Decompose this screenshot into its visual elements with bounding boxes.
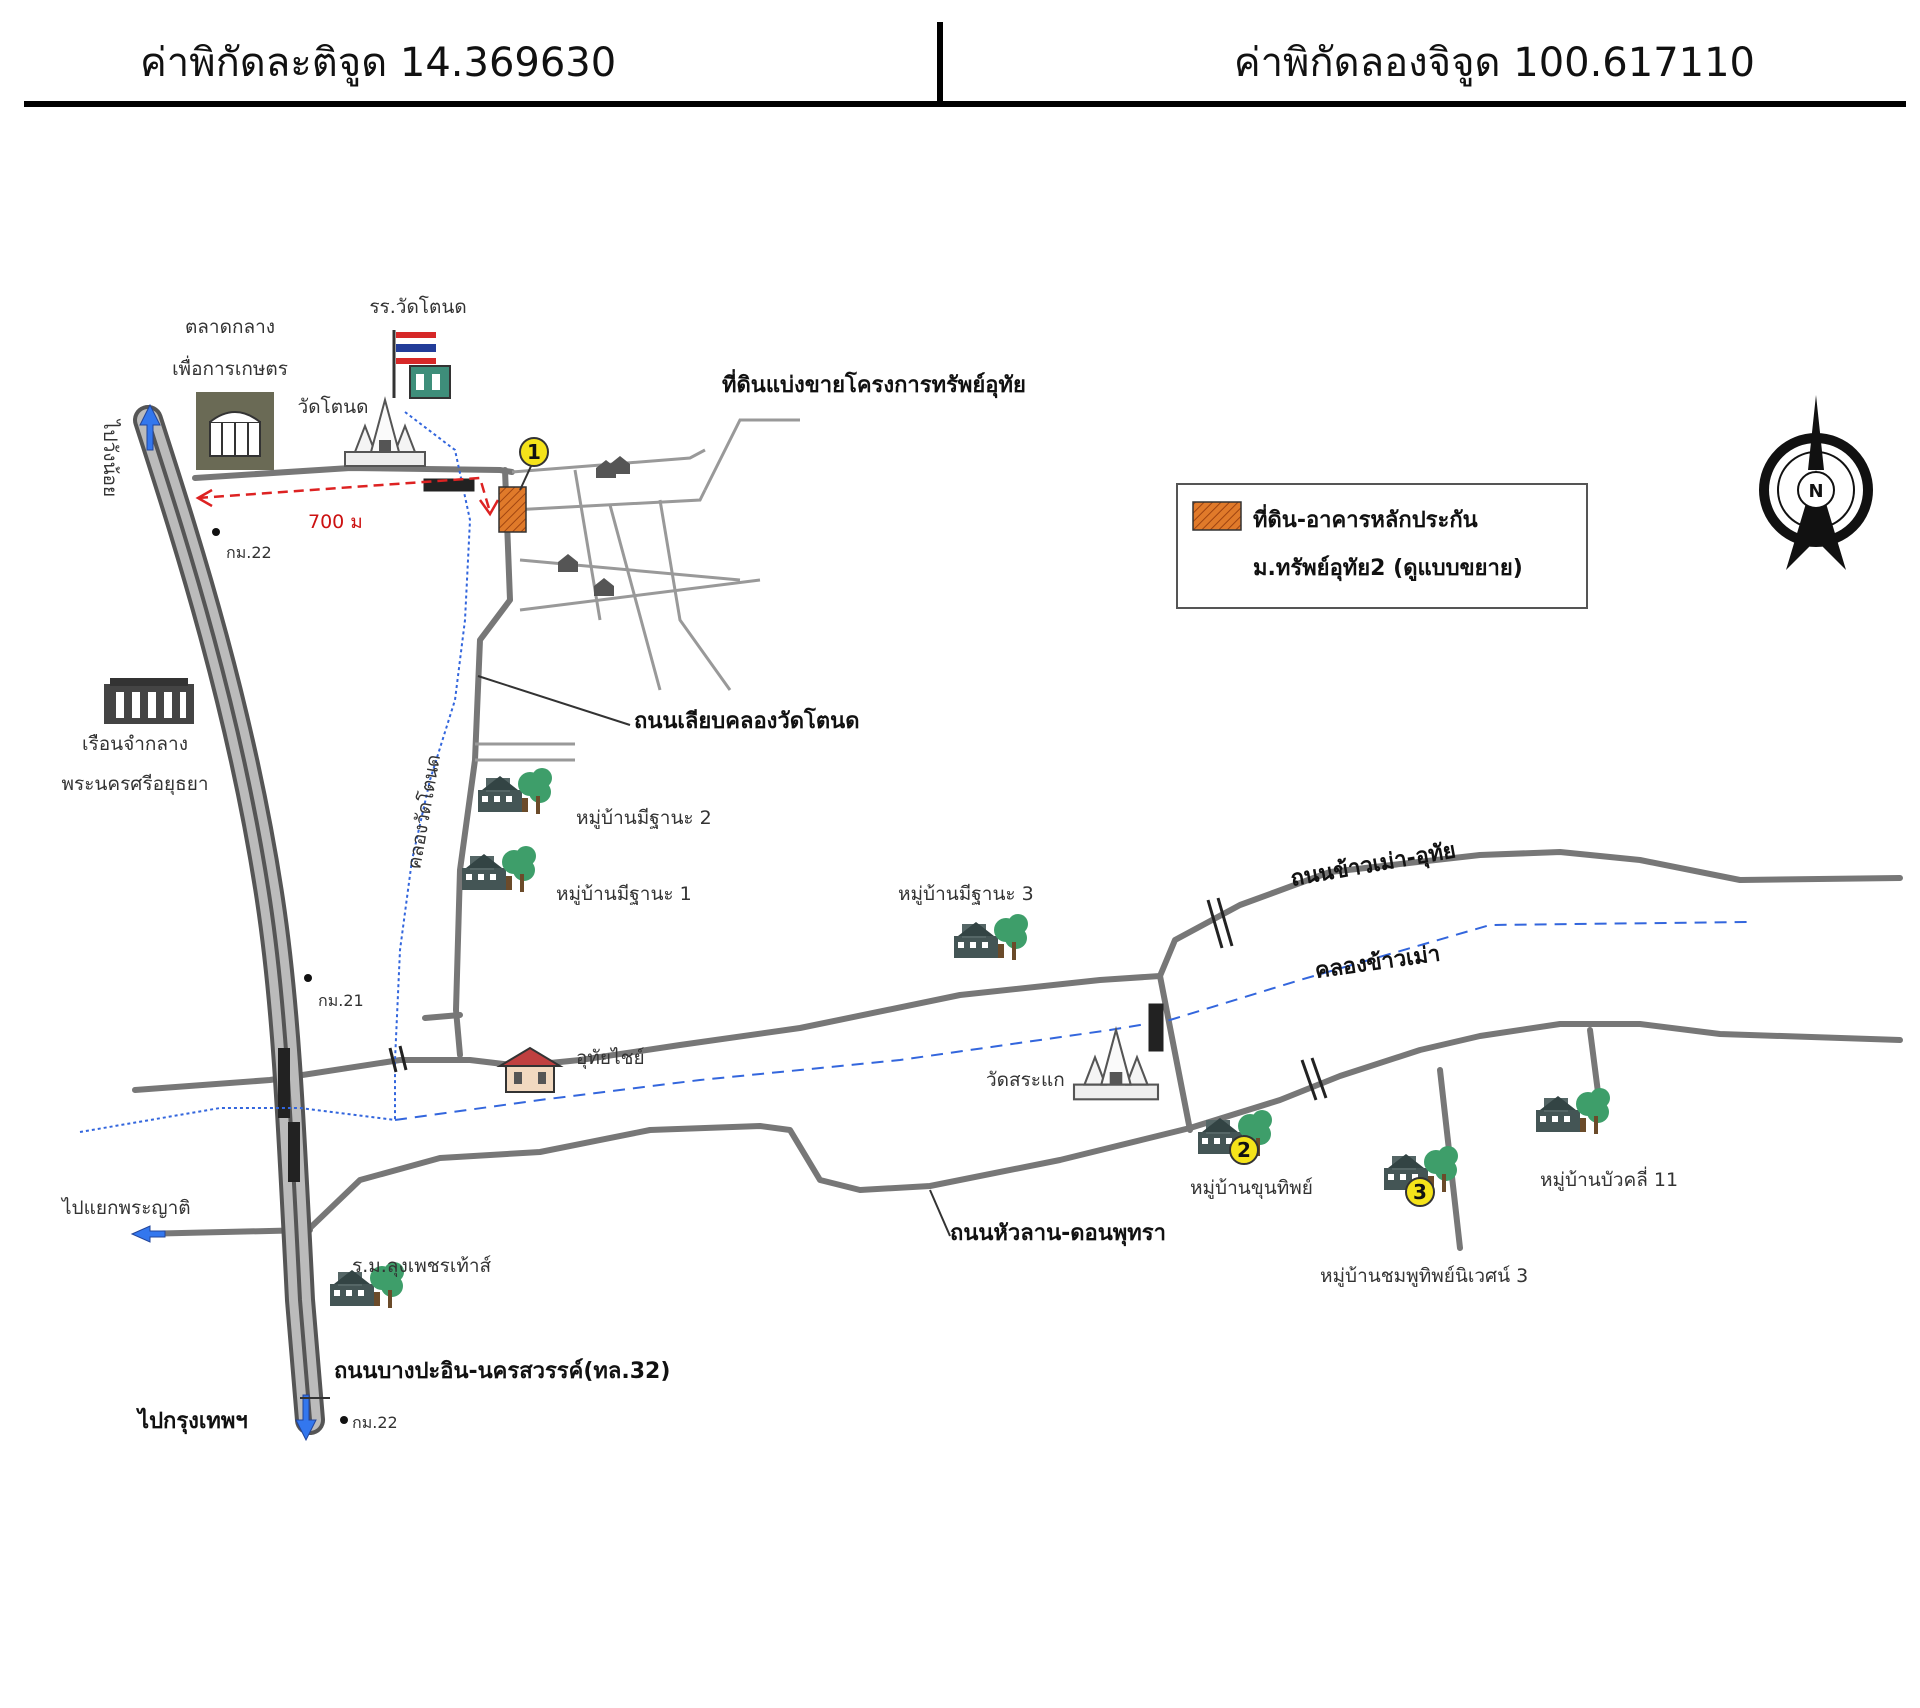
legend-line-2: ม.ทรัพย์อุทัย2 (ดูแบบขยาย)	[1253, 555, 1523, 582]
label-village-saen: หมู่บ้านชมพูทิพย์นิเวศน์ 3	[1320, 1265, 1528, 1287]
legend: ที่ดิน-อาคารหลักประกัน ม.ทรัพย์อุทัย2 (ด…	[1176, 483, 1588, 609]
school-flag-icon	[392, 330, 451, 399]
bridges	[388, 478, 1328, 1101]
arrow-to-wang-noi	[139, 403, 161, 451]
compass-north-label: N	[1808, 481, 1823, 502]
label-canal-khao-mao: คลองข้าวเม่า	[1313, 942, 1442, 984]
marker-3-label: 3	[1413, 1180, 1427, 1204]
label-prison-2: พระนครศรีอยุธยา	[61, 773, 208, 796]
uthai-chai-icon	[496, 1046, 564, 1093]
market-icon	[196, 392, 274, 470]
label-school-rtm: ร.ม.ลุงเพชรเท้าส์	[352, 1255, 492, 1278]
marker-1: 1	[519, 437, 549, 491]
road-connector	[1157, 973, 1193, 1133]
label-wat-tanot: วัดโตนด	[298, 395, 369, 418]
label-village-2: หมู่บ้านมีฐานะ 2	[576, 807, 712, 829]
label-road-canal: ถนนเลียบคลองวัดโตนด	[634, 707, 859, 734]
marker-2-label: 2	[1237, 1138, 1251, 1162]
village-3-icon	[954, 914, 1028, 960]
canal-south	[79, 1107, 396, 1133]
label-km22-top: กม.22	[226, 543, 272, 562]
label-prison-1: เรือนจำกลาง	[82, 733, 188, 755]
arrow-to-bangkok	[295, 1394, 317, 1442]
label-to-bangkok: ไปกรุงเทพฯ	[136, 1407, 248, 1435]
label-village-thip: หมู่บ้านขุนทิพย์	[1190, 1177, 1313, 1200]
label-school: รร.วัดโตนด	[369, 295, 466, 318]
legend-line-1: ที่ดิน-อาคารหลักประกัน	[1253, 503, 1478, 533]
latitude-label: ค่าพิกัดละติจูด 14.369630	[140, 40, 617, 86]
road-hua-lan	[307, 1021, 1903, 1231]
road-east-west-main	[132, 973, 1163, 1093]
marker-3: 3	[1405, 1177, 1435, 1207]
km-dots	[212, 528, 348, 1424]
label-road-khao-mao: ถนนข้าวเม่า-อุทัย	[1289, 838, 1458, 893]
label-km21: กม.21	[318, 991, 364, 1010]
marker-1-label: 1	[527, 440, 541, 464]
label-market-2: เพื่อการเกษตร	[172, 355, 288, 380]
label-km22-bottom: กม.22	[352, 1413, 398, 1432]
label-project: ที่ดินแบ่งขายโครงการทรัพย์อุทัย	[722, 368, 1026, 399]
label-market-1: ตลาดกลาง	[185, 316, 275, 338]
road-khao-mao	[1157, 849, 1903, 979]
label-canal-wat-tanot: คลองวัดโตนด	[402, 753, 445, 871]
road-canal-side	[453, 467, 513, 1058]
label-road-hua-lan: ถนนหัวลาน-ดอนพุทรา	[950, 1221, 1166, 1247]
collateral-plot	[498, 486, 527, 533]
road-side-stub	[422, 1012, 463, 1021]
label-highway: ถนนบางปะอิน-นครสวรรค์(ทล.32)	[334, 1358, 670, 1384]
compass-icon: N	[1759, 395, 1873, 570]
label-village-1: หมู่บ้านมีฐานะ 1	[556, 883, 692, 905]
distance-marker	[195, 476, 500, 517]
label-wat-sa-kae: วัดสระแก	[986, 1069, 1065, 1091]
project-houses	[558, 456, 630, 596]
label-to-wang-noi: ไปวังน้อย	[99, 418, 121, 497]
label-village-11: หมู่บ้านบัวคลี่ 11	[1540, 1166, 1678, 1191]
label-distance: 700 ม	[308, 511, 363, 533]
village-2-icon	[478, 768, 552, 814]
arrow-to-phraya-ti	[130, 1225, 166, 1243]
leader-lines	[300, 675, 951, 1399]
label-village-3: หมู่บ้านมีฐานะ 3	[898, 883, 1034, 905]
village-1-icon	[462, 846, 536, 892]
pointer-project	[703, 418, 800, 491]
prison-icon	[104, 678, 194, 724]
header-divider	[937, 22, 943, 102]
marker-2: 2	[1229, 1135, 1259, 1165]
village-11-icon	[1536, 1088, 1610, 1134]
header-rule	[24, 101, 1906, 107]
longitude-label: ค่าพิกัดลองจิจูด 100.617110	[1233, 40, 1755, 86]
label-to-phraya-ti: ไปแยกพระญาติ	[60, 1197, 191, 1219]
highway-32	[133, 405, 325, 1435]
road-network	[132, 465, 1903, 1251]
wat-sa-kae-temple-icon	[1072, 1028, 1160, 1101]
canal-khao-mao	[394, 921, 1751, 1121]
label-uthai-chai: อุทัยไชย์	[576, 1047, 645, 1070]
map-header: ค่าพิกัดละติจูด 14.369630 ค่าพิกัดลองจิจ…	[0, 0, 1920, 110]
